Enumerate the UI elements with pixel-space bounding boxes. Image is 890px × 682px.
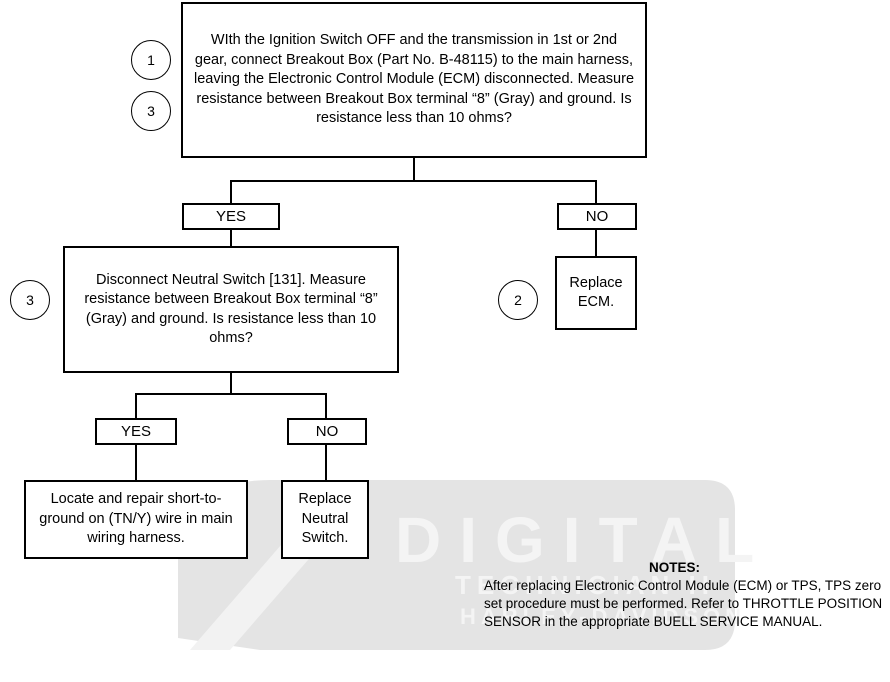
connector xyxy=(135,445,137,482)
step-middle-box: Disconnect Neutral Switch [131]. Measure… xyxy=(63,246,399,373)
replace-neutral-box: Replace Neutral Switch. xyxy=(281,480,369,559)
no-label-1: NO xyxy=(557,203,637,230)
watermark-line3: HARLEY-DAVIDSON xyxy=(460,604,746,629)
no-label-2: NO xyxy=(287,418,367,445)
notes-title: NOTES: xyxy=(649,560,701,575)
ref-circle-3: 3 xyxy=(10,280,50,320)
connector xyxy=(230,229,232,248)
connector xyxy=(325,445,327,482)
notes-text: After replacing Electronic Control Modul… xyxy=(484,578,883,629)
connector xyxy=(230,180,232,204)
step-top-text: WIth the Ignition Switch OFF and the tra… xyxy=(193,32,635,127)
step-middle-text: Disconnect Neutral Switch [131]. Measure… xyxy=(84,271,378,347)
replace-ecm-box: Replace ECM. xyxy=(555,256,637,330)
yes-label-1: YES xyxy=(182,203,280,230)
connector xyxy=(413,157,415,181)
connector xyxy=(135,393,327,395)
notes-block: NOTES: After replacing Electronic Contro… xyxy=(484,559,884,631)
replace-ecm-text: Replace ECM. xyxy=(569,274,623,311)
connector xyxy=(230,180,597,182)
connector xyxy=(595,180,597,204)
ref-circle-3: 3 xyxy=(131,91,171,131)
locate-repair-text: Locate and repair short-to-ground on (TN… xyxy=(39,491,233,547)
connector xyxy=(595,229,597,256)
watermark-line1: DIGITAL xyxy=(395,504,772,576)
connector xyxy=(135,393,137,419)
connector xyxy=(230,372,232,394)
step-top-box: WIth the Ignition Switch OFF and the tra… xyxy=(181,2,647,158)
ref-circle-2: 2 xyxy=(498,280,538,320)
connector xyxy=(325,393,327,419)
ref-circle-1: 1 xyxy=(131,40,171,80)
yes-label-2: YES xyxy=(95,418,177,445)
replace-neutral-text: Replace Neutral Switch. xyxy=(298,491,352,547)
watermark-line2: TECHNICIAN II xyxy=(455,570,715,600)
locate-repair-box: Locate and repair short-to-ground on (TN… xyxy=(24,480,248,559)
